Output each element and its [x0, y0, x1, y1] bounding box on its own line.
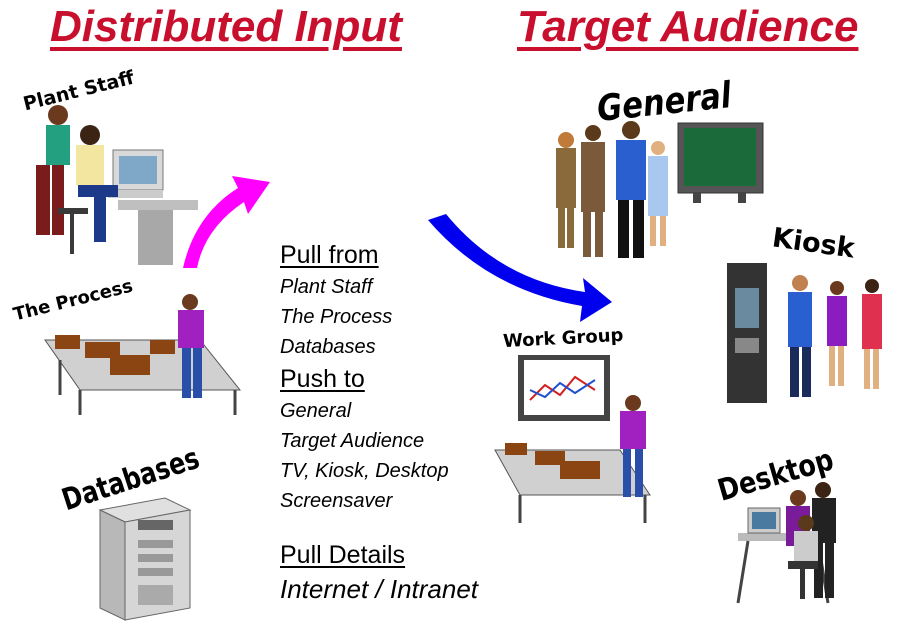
push-to-item: Screensaver: [280, 490, 393, 512]
push-to-item: TV, Kiosk, Desktop: [280, 460, 449, 482]
pull-details-title: Pull Details: [280, 541, 406, 569]
pull-arrow-icon: [183, 176, 270, 268]
person-2-icon: [581, 125, 605, 257]
database-server-illustration: [98, 497, 192, 621]
heading-distributed-input: Distributed Input: [50, 2, 402, 51]
work-group-illustration: [494, 355, 651, 523]
person-4-icon: [648, 141, 668, 246]
person-3-icon: [616, 121, 646, 258]
desktop-illustration: [736, 482, 836, 604]
general-audience-illustration: [556, 121, 764, 258]
push-arrow-icon: [428, 214, 612, 322]
pull-from-item: The Process: [280, 306, 393, 328]
person-1-icon: [556, 132, 576, 248]
push-to-item: General: [280, 400, 352, 422]
heading-target-audience: Target Audience: [517, 2, 859, 51]
push-to-title: Push to: [280, 365, 365, 393]
push-to-item: Target Audience: [280, 430, 425, 452]
process-illustration: [44, 294, 242, 415]
plant-staff-illustration: [36, 105, 198, 265]
kiosk-illustration: [727, 263, 882, 403]
pull-from-title: Pull from: [280, 241, 379, 269]
pull-from-item: Databases: [280, 336, 376, 358]
pull-details-value: Internet / Intranet: [280, 574, 479, 604]
center-text-block: Pull from Plant Staff The Process Databa…: [280, 238, 540, 606]
pull-from-item: Plant Staff: [280, 276, 373, 298]
